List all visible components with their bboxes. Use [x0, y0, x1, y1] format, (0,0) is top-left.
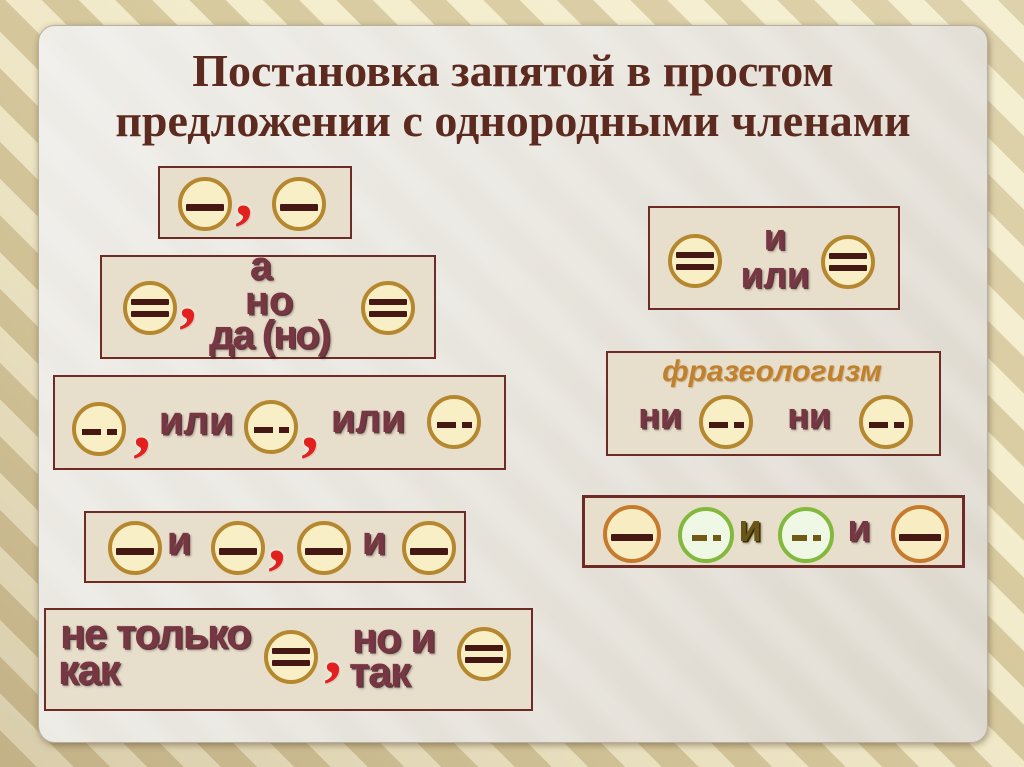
phrase-kak: как	[58, 646, 120, 693]
rule-box-adversative-conjunctions: , а но да (но)	[100, 246, 436, 359]
conjunction-and: и	[361, 519, 387, 563]
member-circle	[297, 521, 351, 575]
comma-mark: ,	[324, 612, 342, 689]
member-line	[272, 660, 310, 666]
comma-mark: ,	[301, 387, 319, 464]
member-line	[676, 264, 714, 270]
conjunction-or: или	[740, 254, 810, 296]
slide-title: Постановка запятой в простом предложении…	[38, 46, 988, 146]
conjunction-or: или	[158, 399, 234, 443]
rule-box-repeating-or: , или , или	[53, 375, 506, 470]
member-line	[899, 533, 941, 541]
conjunction-da-no: да (но)	[209, 313, 331, 357]
comma-mark: ,	[179, 258, 197, 335]
slide-title-line2: предложении с однородными членами	[115, 95, 911, 146]
member-line	[676, 252, 714, 258]
conjunction-ni: ни	[787, 395, 831, 436]
rule-box-pairwise-and: и , и	[84, 504, 466, 583]
member-line	[280, 203, 318, 211]
secondary-member-circle	[678, 507, 734, 563]
member-line	[829, 253, 867, 259]
member-circle	[668, 234, 722, 288]
member-line	[611, 533, 653, 541]
member-circle	[361, 281, 415, 335]
phrase-ne-tolko: не только	[60, 610, 252, 657]
dash-short	[461, 422, 472, 428]
member-circle	[272, 177, 326, 231]
dash-long	[691, 535, 707, 541]
member-line	[465, 657, 503, 663]
rule-box-single-and-or: и или	[648, 206, 900, 310]
member-circle	[72, 402, 126, 456]
member-circle	[244, 400, 298, 454]
member-circle	[891, 505, 949, 563]
member-line	[219, 547, 257, 555]
member-circle	[108, 521, 162, 575]
conjunction-and: и	[738, 508, 762, 550]
dash-short	[812, 535, 821, 541]
conjunction-no: но	[244, 279, 294, 323]
comma-mark: ,	[133, 387, 151, 464]
member-circle	[211, 521, 265, 575]
conjunction-or: или	[330, 397, 406, 441]
dash-long	[708, 422, 728, 428]
dash-short	[106, 429, 117, 435]
member-line	[131, 299, 169, 305]
phrase-no-i: но и	[352, 614, 436, 661]
dash-long	[436, 422, 456, 428]
member-line	[369, 311, 407, 317]
member-circle	[427, 395, 481, 449]
rule-box-grouped-and: и и	[582, 495, 965, 568]
member-line	[465, 645, 503, 651]
member-circle	[264, 630, 318, 684]
member-line	[186, 203, 224, 211]
dash-long	[81, 429, 101, 435]
dash-long	[868, 422, 888, 428]
member-line	[829, 265, 867, 271]
comma-mark: ,	[235, 155, 253, 232]
rule-box-double-conjunction: не только как , но и так	[44, 608, 533, 711]
conjunction-and: и	[763, 216, 787, 258]
member-circle	[178, 177, 232, 231]
slide-title-line1: Постановка запятой в простом	[192, 45, 834, 96]
member-circle	[457, 627, 511, 681]
dash-short	[893, 422, 904, 428]
member-circle	[402, 521, 456, 575]
member-line	[272, 648, 310, 654]
conjunction-and: и	[847, 508, 871, 550]
member-line	[305, 547, 343, 555]
rule-box-phraseology: фразеологизм ни ни	[606, 351, 941, 456]
member-circle	[123, 281, 177, 335]
conjunction-a: а	[249, 244, 273, 288]
rule-box-two-members-comma: ,	[158, 159, 352, 239]
member-line	[369, 299, 407, 305]
member-line	[116, 547, 154, 555]
dash-long	[791, 535, 807, 541]
conjunction-and: и	[166, 519, 192, 563]
conjunction-ni: ни	[638, 395, 682, 436]
member-circle	[699, 395, 753, 449]
member-line	[131, 311, 169, 317]
dash-short	[278, 427, 289, 433]
phrase-tak: так	[349, 648, 411, 695]
dash-short	[712, 535, 721, 541]
member-circle	[603, 505, 661, 563]
member-circle	[859, 395, 913, 449]
member-line	[410, 547, 448, 555]
dash-long	[253, 427, 273, 433]
secondary-member-circle	[778, 507, 834, 563]
comma-mark: ,	[268, 500, 286, 577]
dash-short	[733, 422, 744, 428]
phraseology-label: фразеологизм	[662, 355, 882, 388]
member-circle	[821, 235, 875, 289]
